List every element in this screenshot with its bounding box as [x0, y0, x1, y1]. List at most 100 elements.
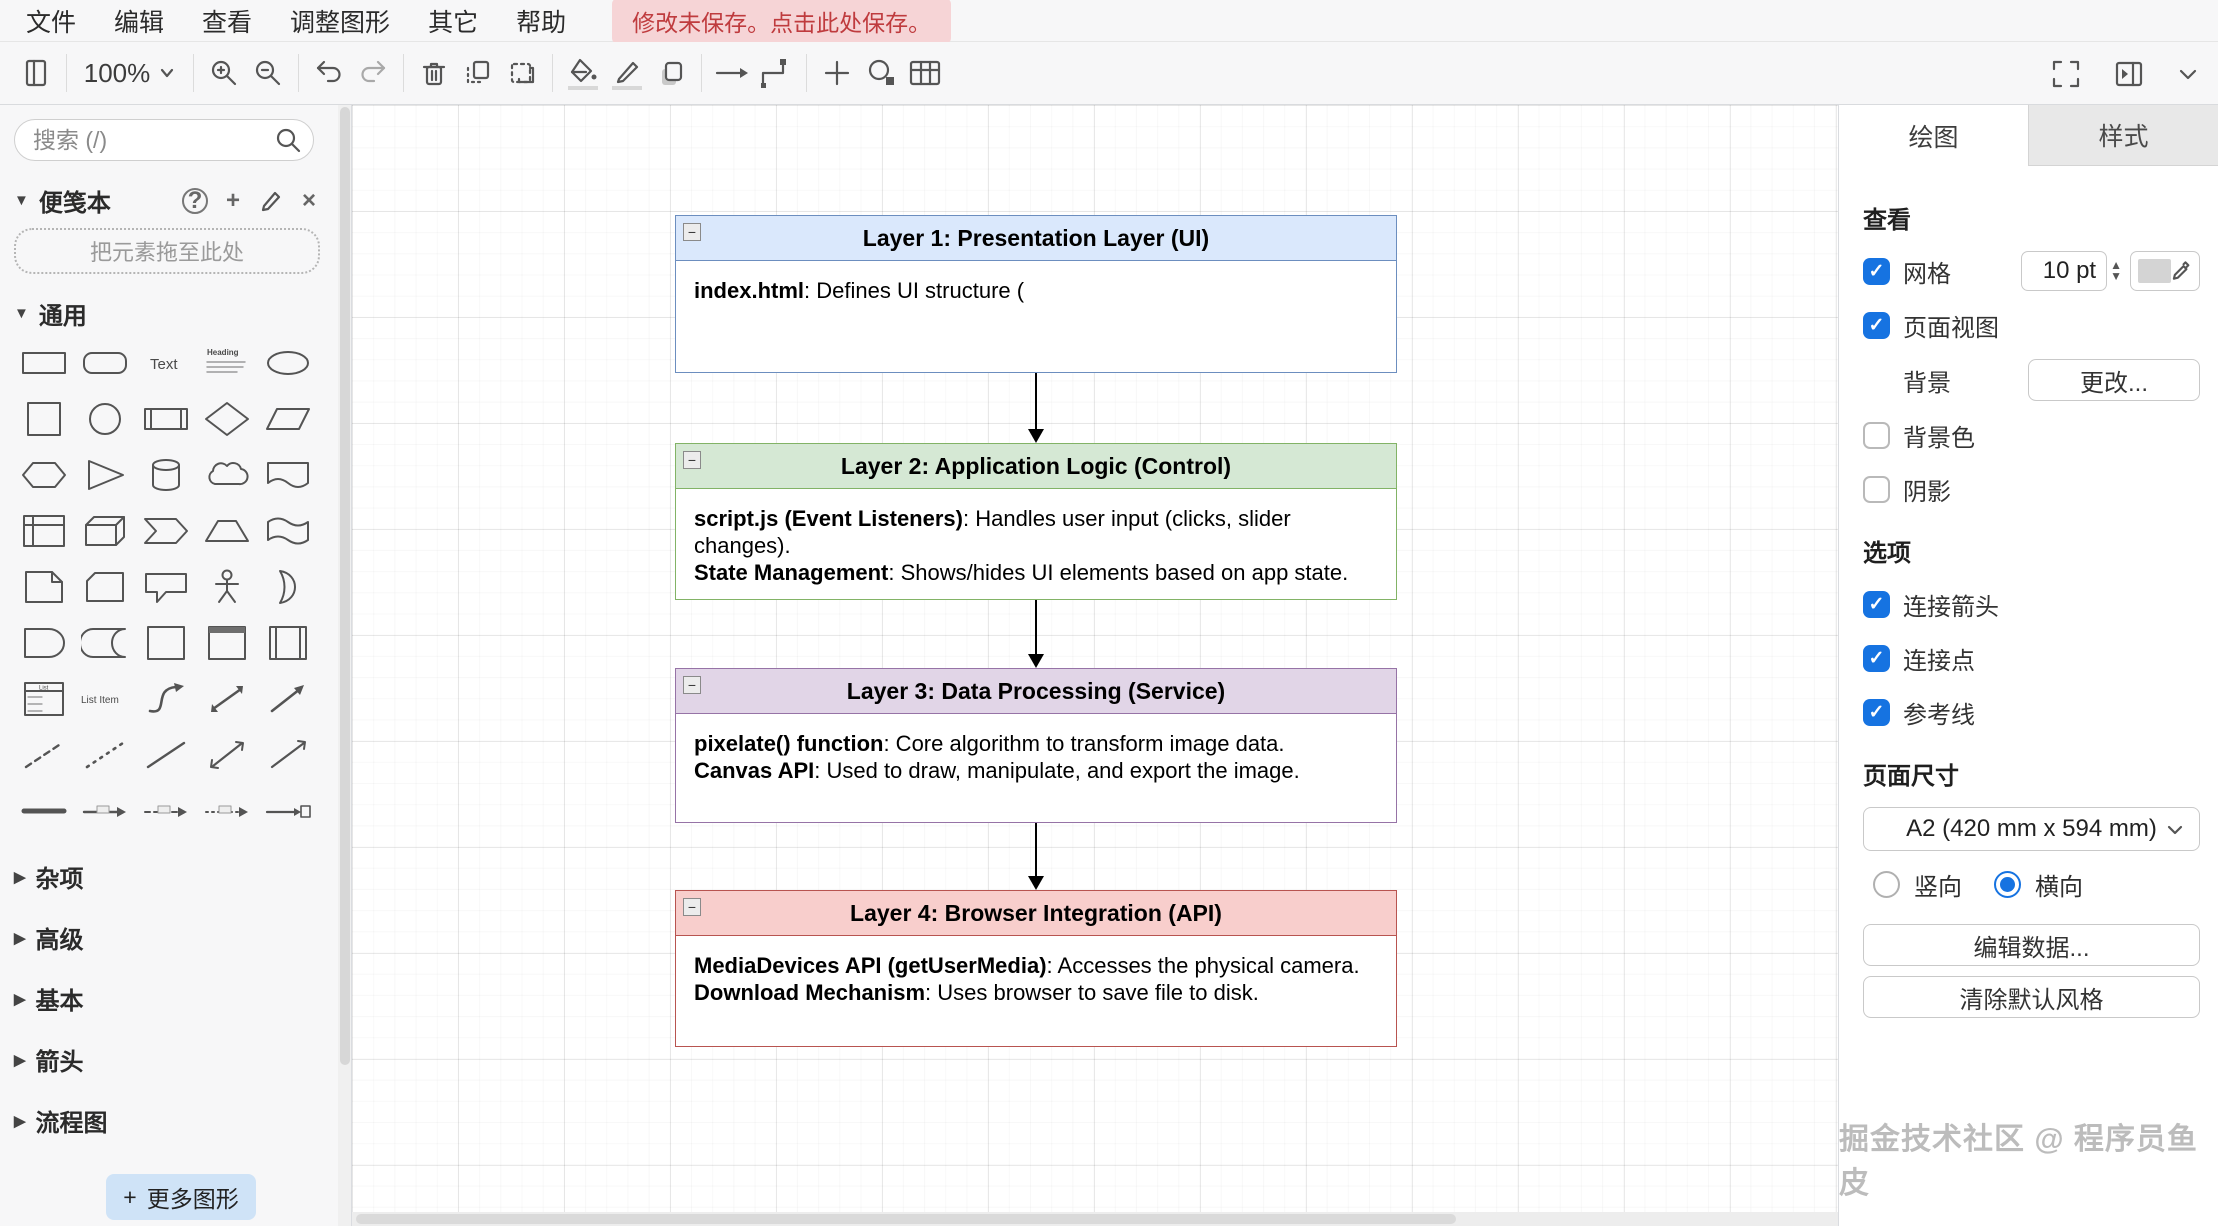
change-background-button[interactable]: 更改... — [2028, 359, 2200, 401]
background-color-checkbox[interactable] — [1863, 421, 1890, 449]
sidebar-section-advanced[interactable]: ▶高级 — [14, 920, 330, 955]
menu-file[interactable]: 文件 — [26, 8, 77, 37]
shape-cloud[interactable] — [197, 453, 257, 497]
shape-data-storage[interactable] — [75, 621, 135, 665]
menu-arrange[interactable]: 调整图形 — [290, 8, 391, 37]
shape-step[interactable] — [136, 509, 196, 553]
menu-extras[interactable]: 其它 — [428, 8, 479, 37]
shape-dashed-arrow-with-label[interactable] — [136, 789, 196, 833]
shape-directional-connector[interactable] — [258, 733, 318, 777]
shape-ellipse[interactable] — [258, 341, 318, 385]
shape-rectangle[interactable] — [14, 341, 74, 385]
page-size-dropdown[interactable]: A2 (420 mm x 594 mm) — [1863, 807, 2200, 851]
diagram-node-layer-4[interactable]: Layer 4: Browser Integration (API) Media… — [675, 890, 1397, 1047]
zoom-level-dropdown[interactable]: 100% — [75, 48, 185, 98]
sidebar-scrollbar[interactable] — [338, 105, 352, 1226]
shape-container[interactable] — [136, 621, 196, 665]
clear-default-style-button[interactable]: 清除默认风格 — [1863, 976, 2200, 1018]
shape-horizontal-container[interactable] — [258, 621, 318, 665]
scratchpad-add-icon[interactable]: + — [225, 186, 240, 214]
node-header[interactable]: Layer 2: Application Logic (Control) — [676, 444, 1396, 489]
stepper-up-icon[interactable]: ▲ — [2110, 258, 2122, 272]
shape-diamond[interactable] — [197, 397, 257, 441]
shape-trapezoid[interactable] — [197, 509, 257, 553]
fill-color-button[interactable] — [561, 48, 605, 98]
to-back-button[interactable] — [500, 48, 544, 98]
collapse-minus-icon[interactable] — [683, 223, 701, 241]
shape-link[interactable] — [14, 789, 74, 833]
stepper-down-icon[interactable]: ▼ — [2110, 269, 2122, 283]
collapse-minus-icon[interactable] — [683, 676, 701, 694]
more-shapes-button[interactable]: + 更多图形 — [106, 1174, 256, 1220]
diagram-canvas[interactable]: Layer 1: Presentation Layer (UI) index.h… — [352, 105, 1838, 1226]
shape-arrow-to-box[interactable] — [258, 789, 318, 833]
page-view-checkbox[interactable] — [1863, 311, 1890, 339]
scratchpad-header[interactable]: ▼ 便笺本 ? + × — [14, 183, 330, 218]
shape-triangle[interactable] — [75, 453, 135, 497]
shape-parallelogram[interactable] — [258, 397, 318, 441]
sidebar-section-arrows[interactable]: ▶箭头 — [14, 1042, 330, 1077]
collapse-panel-icon[interactable] — [2112, 58, 2146, 90]
toggle-format-panel-button[interactable] — [14, 48, 58, 98]
shape-text[interactable]: Text — [136, 341, 196, 385]
shape-card[interactable] — [75, 565, 135, 609]
shape-bidirectional-connector[interactable] — [197, 733, 257, 777]
portrait-radio[interactable] — [1873, 871, 1900, 898]
canvas-scrollbar-thumb[interactable] — [356, 1214, 1456, 1224]
tab-diagram[interactable]: 绘图 — [1839, 105, 2028, 166]
shape-titled-container[interactable] — [197, 621, 257, 665]
node-header[interactable]: Layer 1: Presentation Layer (UI) — [676, 216, 1396, 261]
shape-process[interactable] — [136, 397, 196, 441]
shape-cube[interactable] — [75, 509, 135, 553]
shape-tape[interactable] — [258, 509, 318, 553]
shape-dotted-arrow-with-label[interactable] — [197, 789, 257, 833]
shape-list[interactable]: List — [14, 677, 74, 721]
shape-search-input[interactable] — [14, 119, 314, 161]
diagram-node-layer-1[interactable]: Layer 1: Presentation Layer (UI) index.h… — [675, 215, 1397, 373]
shape-note[interactable] — [14, 565, 74, 609]
shape-hexagon[interactable] — [14, 453, 74, 497]
shape-dashed-line[interactable] — [14, 733, 74, 777]
shape-dotted-line[interactable] — [75, 733, 135, 777]
node-header[interactable]: Layer 4: Browser Integration (API) — [676, 891, 1396, 936]
shape-square[interactable] — [14, 397, 74, 441]
to-front-button[interactable] — [456, 48, 500, 98]
grid-size-stepper[interactable]: ▲▼ — [2110, 258, 2122, 283]
shadow-checkbox[interactable] — [1863, 475, 1890, 503]
shape-cylinder[interactable] — [136, 453, 196, 497]
diagram-node-layer-2[interactable]: Layer 2: Application Logic (Control) scr… — [675, 443, 1397, 600]
fullscreen-icon[interactable] — [2050, 58, 2082, 90]
shape-list-item[interactable]: List Item — [75, 677, 135, 721]
sidebar-scrollbar-thumb[interactable] — [340, 107, 350, 1065]
unsaved-changes-banner[interactable]: 修改未保存。点击此处保存。 — [612, 0, 952, 44]
shape-line[interactable] — [136, 733, 196, 777]
grid-color-button[interactable] — [2130, 251, 2200, 291]
shape-rounded-rectangle[interactable] — [75, 341, 135, 385]
shape-circle[interactable] — [75, 397, 135, 441]
shape-actor[interactable] — [197, 565, 257, 609]
grid-size-input[interactable] — [2021, 251, 2108, 291]
collapse-minus-icon[interactable] — [683, 898, 701, 916]
line-color-button[interactable] — [605, 48, 649, 98]
edit-data-button[interactable]: 编辑数据... — [1863, 924, 2200, 966]
shape-document[interactable] — [258, 453, 318, 497]
diagram-node-layer-3[interactable]: Layer 3: Data Processing (Service) pixel… — [675, 668, 1397, 823]
menu-edit[interactable]: 编辑 — [114, 8, 165, 37]
insert-table-button[interactable] — [903, 48, 947, 98]
scratchpad-close-icon[interactable]: × — [301, 186, 316, 214]
tab-style[interactable]: 样式 — [2028, 105, 2218, 166]
connection-arrows-checkbox[interactable] — [1863, 590, 1890, 618]
grid-checkbox[interactable] — [1863, 257, 1890, 285]
shadow-button[interactable] — [649, 48, 693, 98]
shape-heading[interactable]: Heading — [197, 341, 257, 385]
connection-points-checkbox[interactable] — [1863, 644, 1890, 672]
shape-bidirectional-arrow[interactable] — [197, 677, 257, 721]
general-section-header[interactable]: ▼ 通用 — [14, 296, 330, 331]
shape-arrow[interactable] — [258, 677, 318, 721]
connector-arrow-3-4[interactable] — [1026, 823, 1046, 890]
shape-callout[interactable] — [136, 565, 196, 609]
chevron-down-icon[interactable] — [2176, 62, 2200, 86]
shape-curve[interactable] — [136, 677, 196, 721]
node-header[interactable]: Layer 3: Data Processing (Service) — [676, 669, 1396, 714]
undo-button[interactable] — [307, 48, 351, 98]
